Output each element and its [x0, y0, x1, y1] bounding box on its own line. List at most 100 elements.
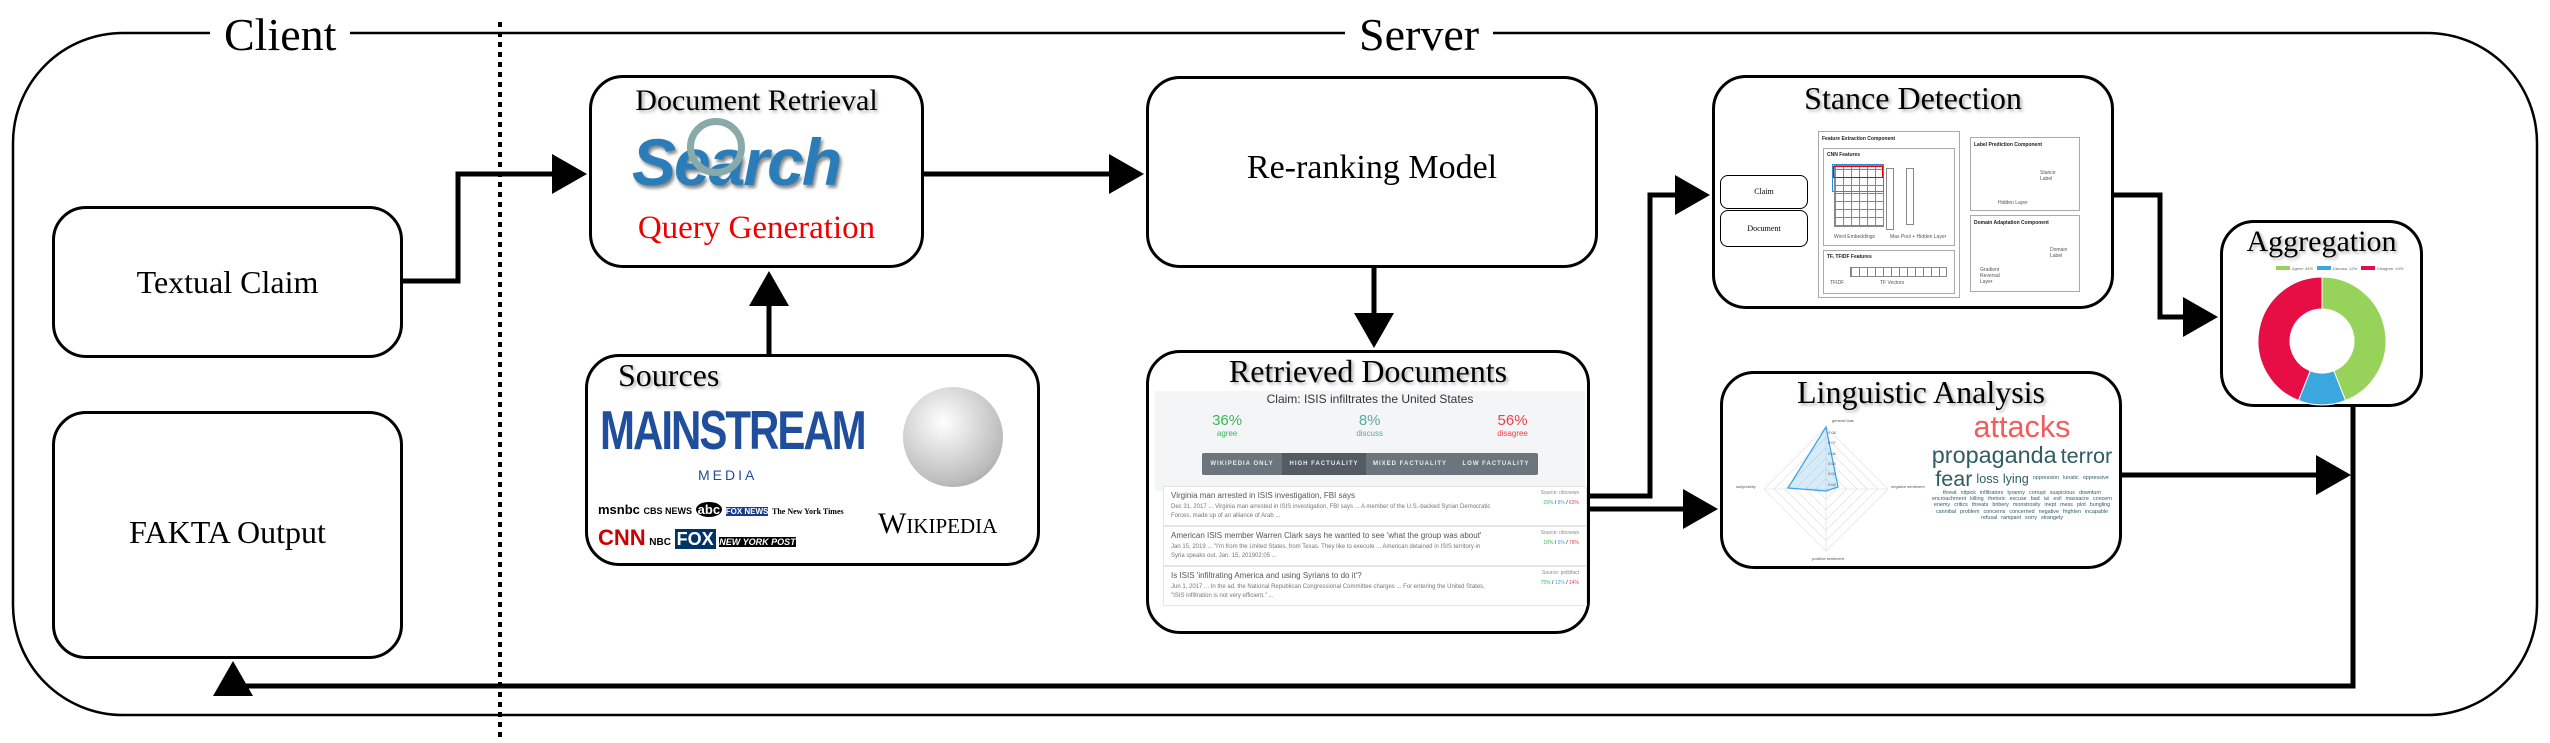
- word-cloud-term: bribery: [1992, 502, 2009, 509]
- sources-box: Sources MAINSTREAM MEDIA msnbc CBS NEWS …: [585, 354, 1040, 566]
- word-cloud-term: loss: [1976, 471, 1999, 486]
- claim-input-node: Claim: [1720, 175, 1808, 209]
- feature-extraction-label: Feature Extraction Component: [1822, 136, 1896, 142]
- radar-axis-negative-sentiment: negative sentiment: [1891, 484, 1925, 489]
- radar-tick-label: 0.08: [1828, 430, 1836, 435]
- radar-axis-subjectivity: subjectivity: [1736, 484, 1756, 489]
- donut-legend: Agree: 44% Discuss: 12%Disagree: 44%: [2276, 266, 2403, 271]
- word-cloud-term: fall: [2043, 496, 2050, 502]
- arrow-retrieved-to-stance: [1590, 175, 1710, 499]
- fakta-output-label: FAKTA Output: [129, 514, 326, 550]
- outer-frame: [11, 31, 2539, 717]
- arrow-claim-to-retrieval: [403, 154, 587, 284]
- document-retrieval-box: Document Retrieval Search Query Generati…: [589, 75, 924, 268]
- word-cloud-term: enemy: [1933, 502, 1951, 509]
- word-cloud-term: refusal: [1981, 515, 1998, 522]
- domain-label-text: Domain Label: [2050, 247, 2068, 259]
- legend-item[interactable]: Agree: 44%: [2276, 266, 2313, 271]
- document-title[interactable]: Virginia man arrested in ISIS investigat…: [1171, 491, 1355, 500]
- word-cloud-term: bungling: [2089, 502, 2111, 509]
- document-title[interactable]: Is ISIS 'infiltrating America and using …: [1171, 571, 1362, 580]
- word-cloud-term: evil: [2053, 496, 2062, 502]
- stance-label-text: Stance Label: [2040, 170, 2056, 182]
- word-cloud-term: incapable: [2084, 508, 2109, 515]
- stance-stats: 36%agree 8%discuss 56%disagree: [1212, 412, 1528, 438]
- domain-adaptation-component: [1970, 215, 2080, 292]
- media-label: MEDIA: [698, 467, 758, 483]
- news-logos: msnbc CBS NEWS abc FOX NEWS The New York…: [598, 502, 844, 550]
- word-embeddings-grid: [1834, 165, 1884, 227]
- query-generation-label: Query Generation: [637, 210, 876, 246]
- word-cloud-term: rampant: [2001, 515, 2022, 522]
- word-embeddings-label: Word Embeddings: [1834, 234, 1876, 240]
- document-snippet: Dec 31, 2017 ... Virginia man arrested i…: [1171, 504, 1491, 519]
- legend-item[interactable]: Disagree: 44%: [2361, 266, 2403, 271]
- word-cloud-term: frighten: [2062, 508, 2081, 515]
- radar-tick-label: 0.03: [1828, 481, 1836, 487]
- document-source: Source: nbcnews: [1540, 490, 1579, 496]
- label-prediction-component: [1970, 137, 2080, 211]
- document-result[interactable]: Is ISIS 'infiltrating America and using …: [1163, 566, 1587, 606]
- legend-label: Discuss: 12%: [2332, 266, 2358, 271]
- word-cloud-term: corrupt: [2029, 489, 2046, 496]
- document-result[interactable]: Virginia man arrested in ISIS investigat…: [1163, 486, 1587, 526]
- word-cloud-term: encroachment: [1931, 496, 1967, 502]
- legend-swatch: [2361, 266, 2376, 270]
- document-title[interactable]: American ISIS member Warren Clark says h…: [1171, 531, 1482, 540]
- reranking-box: Re-ranking Model: [1146, 76, 1598, 268]
- word-cloud-term: critics: [1954, 502, 1968, 509]
- word-cloud-term: threats: [1971, 502, 1989, 509]
- word-cloud-term: plot: [2077, 502, 2086, 509]
- server-section-label: Server: [1345, 8, 1494, 61]
- document-result[interactable]: American ISIS member Warren Clark says h…: [1163, 526, 1587, 566]
- filter-low-factuality[interactable]: LOW FACTUALITY: [1454, 453, 1538, 475]
- hidden-layer-column: [1906, 168, 1914, 225]
- tf-vectors-label: TF Vectors: [1880, 280, 1905, 286]
- conv-filter-red: [1833, 166, 1883, 178]
- legend-label: Agree: 44%: [2292, 266, 2313, 271]
- word-cloud-term: strangely: [2041, 515, 2063, 522]
- word-cloud-term: problem: [1960, 508, 1980, 515]
- word-cloud-term: infiltrators: [1979, 489, 2004, 496]
- textual-claim-box[interactable]: Textual Claim: [52, 206, 403, 358]
- factuality-filter-group: WIKIPEDIA ONLY HIGH FACTUALITY MIXED FAC…: [1202, 453, 1538, 475]
- fakta-output-box[interactable]: FAKTA Output: [52, 411, 403, 659]
- word-cloud-term: lunatic: [2063, 475, 2079, 482]
- donut-slice: [2257, 276, 2323, 402]
- filter-high-factuality[interactable]: HIGH FACTUALITY: [1282, 453, 1366, 475]
- radar-series: [1786, 425, 1839, 492]
- sources-title: Sources: [618, 357, 720, 393]
- document-retrieval-title: Document Retrieval: [635, 84, 878, 117]
- word-cloud-term: terror: [2060, 442, 2113, 468]
- filter-wikipedia-only[interactable]: WIKIPEDIA ONLY: [1202, 453, 1282, 475]
- word-cloud-term: lying: [2002, 471, 2029, 486]
- linguistic-analysis-box: Linguistic Analysis: [1720, 371, 2122, 569]
- wikipedia-logo: Wikipedia: [878, 507, 998, 540]
- document-input-node: Document: [1720, 210, 1808, 247]
- filter-mixed-factuality[interactable]: MIXED FACTUALITY: [1366, 453, 1454, 475]
- retrieved-documents-title: Retrieved Documents: [1228, 353, 1508, 389]
- word-cloud-term: massacre: [2065, 496, 2089, 502]
- aggregation-box: Aggregation: [2220, 220, 2423, 407]
- stance-detection-title: Stance Detection: [1804, 80, 2022, 116]
- donut-slice: [2321, 276, 2387, 402]
- conv-filter-blue: [1832, 164, 1884, 192]
- word-cloud-term: mess: [2060, 502, 2073, 509]
- document-stance-percentages: 75% / 12% / 14%: [1540, 580, 1579, 586]
- magnifier-icon: [687, 118, 745, 176]
- client-section-label: Client: [210, 8, 351, 61]
- linguistic-analysis-title: Linguistic Analysis: [1797, 374, 2045, 410]
- word-cloud-term: cannibal: [1935, 508, 1957, 515]
- document-snippet: Jun 1, 2017 ... In the ad, the National …: [1171, 584, 1485, 599]
- legend-item[interactable]: Discuss: 12%: [2316, 266, 2358, 271]
- label-prediction-label: Label Prediction Component: [1974, 142, 2043, 148]
- word-cloud-term: threat: [1942, 489, 1957, 496]
- radar-axis-positive-sentiment: positive sentiment: [1812, 556, 1845, 561]
- legend-swatch: [2316, 266, 2331, 270]
- radar-tick-label: 0.05: [1828, 461, 1836, 466]
- cnn-features-label: CNN Features: [1827, 152, 1861, 158]
